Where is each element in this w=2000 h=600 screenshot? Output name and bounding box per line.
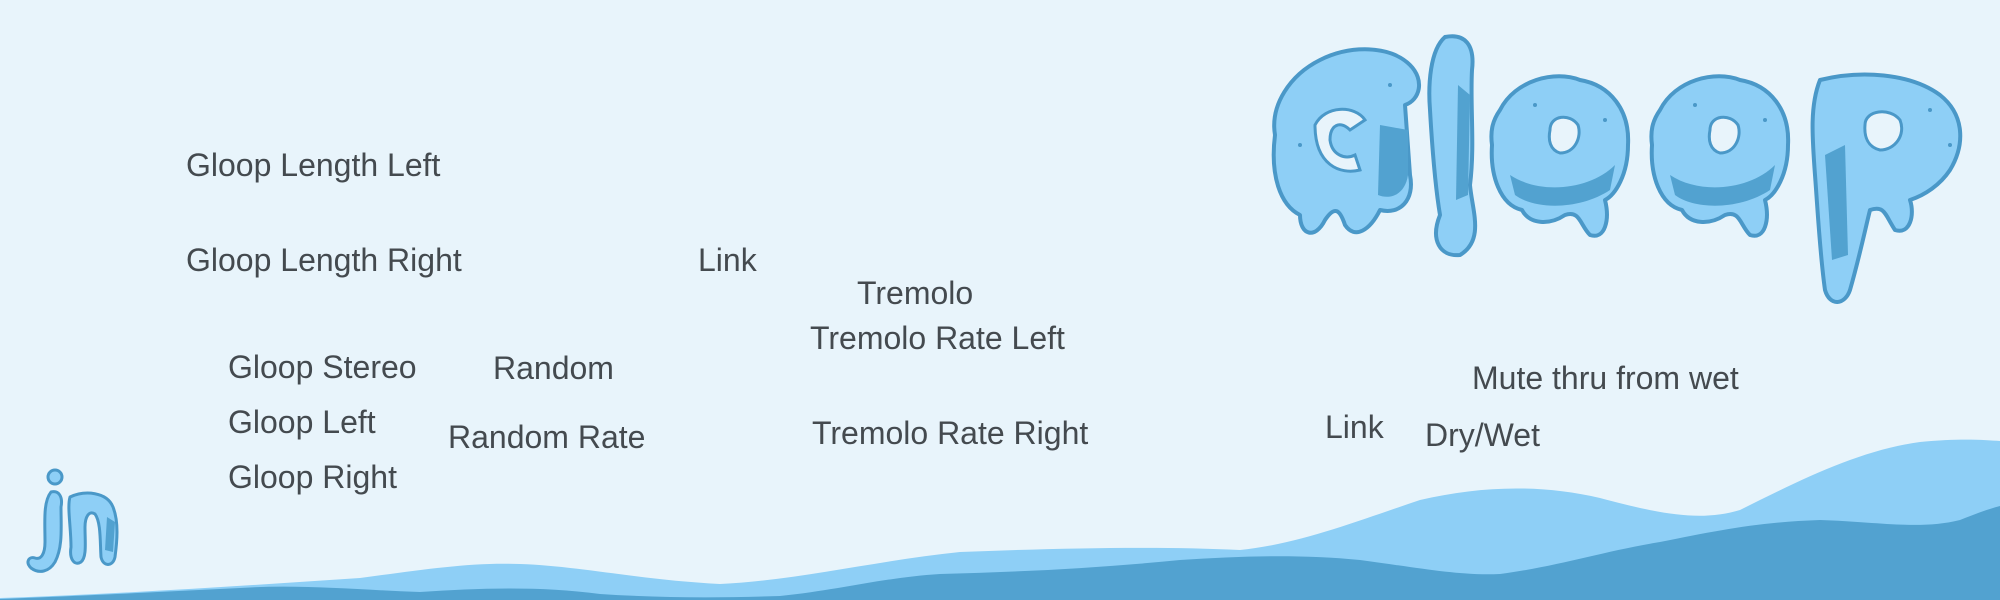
logo-dot [1763, 118, 1767, 122]
brand-j-dot [46, 468, 64, 486]
logo-p-hole [1863, 110, 1904, 152]
link-drywet-toggle[interactable]: Link [1325, 409, 1384, 445]
logo-o2-hole [1707, 115, 1741, 155]
logo-g-shade [1378, 125, 1408, 197]
brand-letter-j [26, 490, 63, 573]
logo-l-shade [1456, 85, 1470, 200]
tremolo-rate-left-label[interactable]: Tremolo Rate Left [810, 320, 1065, 356]
logo-o1-hole [1547, 115, 1581, 155]
logo-o2-shade [1670, 165, 1775, 206]
gloop-left-option[interactable]: Gloop Left [228, 404, 376, 440]
mute-thru-toggle[interactable]: Mute thru from wet [1472, 360, 1739, 396]
logo-dot [1298, 143, 1302, 147]
random-rate-label[interactable]: Random Rate [448, 419, 646, 455]
logo-dot [1928, 108, 1932, 112]
logo-p-shade [1825, 145, 1848, 260]
logo-dot [1948, 143, 1952, 147]
logo-letter-p [1810, 72, 1963, 304]
tremolo-rate-right-label[interactable]: Tremolo Rate Right [812, 415, 1089, 451]
logo-dot [1533, 103, 1537, 107]
logo-dot [1693, 103, 1697, 107]
dry-wet-label[interactable]: Dry/Wet [1425, 417, 1540, 453]
logo-g-hole [1313, 107, 1368, 173]
gloop-stereo-option[interactable]: Gloop Stereo [228, 349, 417, 385]
gloop-slime-logo [1271, 34, 1963, 304]
brand-letter-n [67, 491, 119, 566]
wave-front [0, 506, 2000, 600]
logo-dot [1388, 83, 1392, 87]
brand-shade [105, 517, 115, 552]
logo-dot [1603, 118, 1607, 122]
link-length-toggle[interactable]: Link [698, 242, 757, 278]
gloop-length-right-label[interactable]: Gloop Length Right [186, 242, 462, 278]
gloop-right-option[interactable]: Gloop Right [228, 459, 397, 495]
logo-letter-o2 [1649, 74, 1791, 238]
tremolo-section-title: Tremolo [857, 275, 974, 311]
random-toggle[interactable]: Random [493, 350, 614, 386]
wave-back [0, 439, 2000, 600]
gloop-length-left-label[interactable]: Gloop Length Left [186, 147, 441, 183]
jn-slime-icon [26, 468, 119, 573]
logo-o1-shade [1510, 165, 1615, 206]
logo-letter-o1 [1489, 74, 1631, 238]
